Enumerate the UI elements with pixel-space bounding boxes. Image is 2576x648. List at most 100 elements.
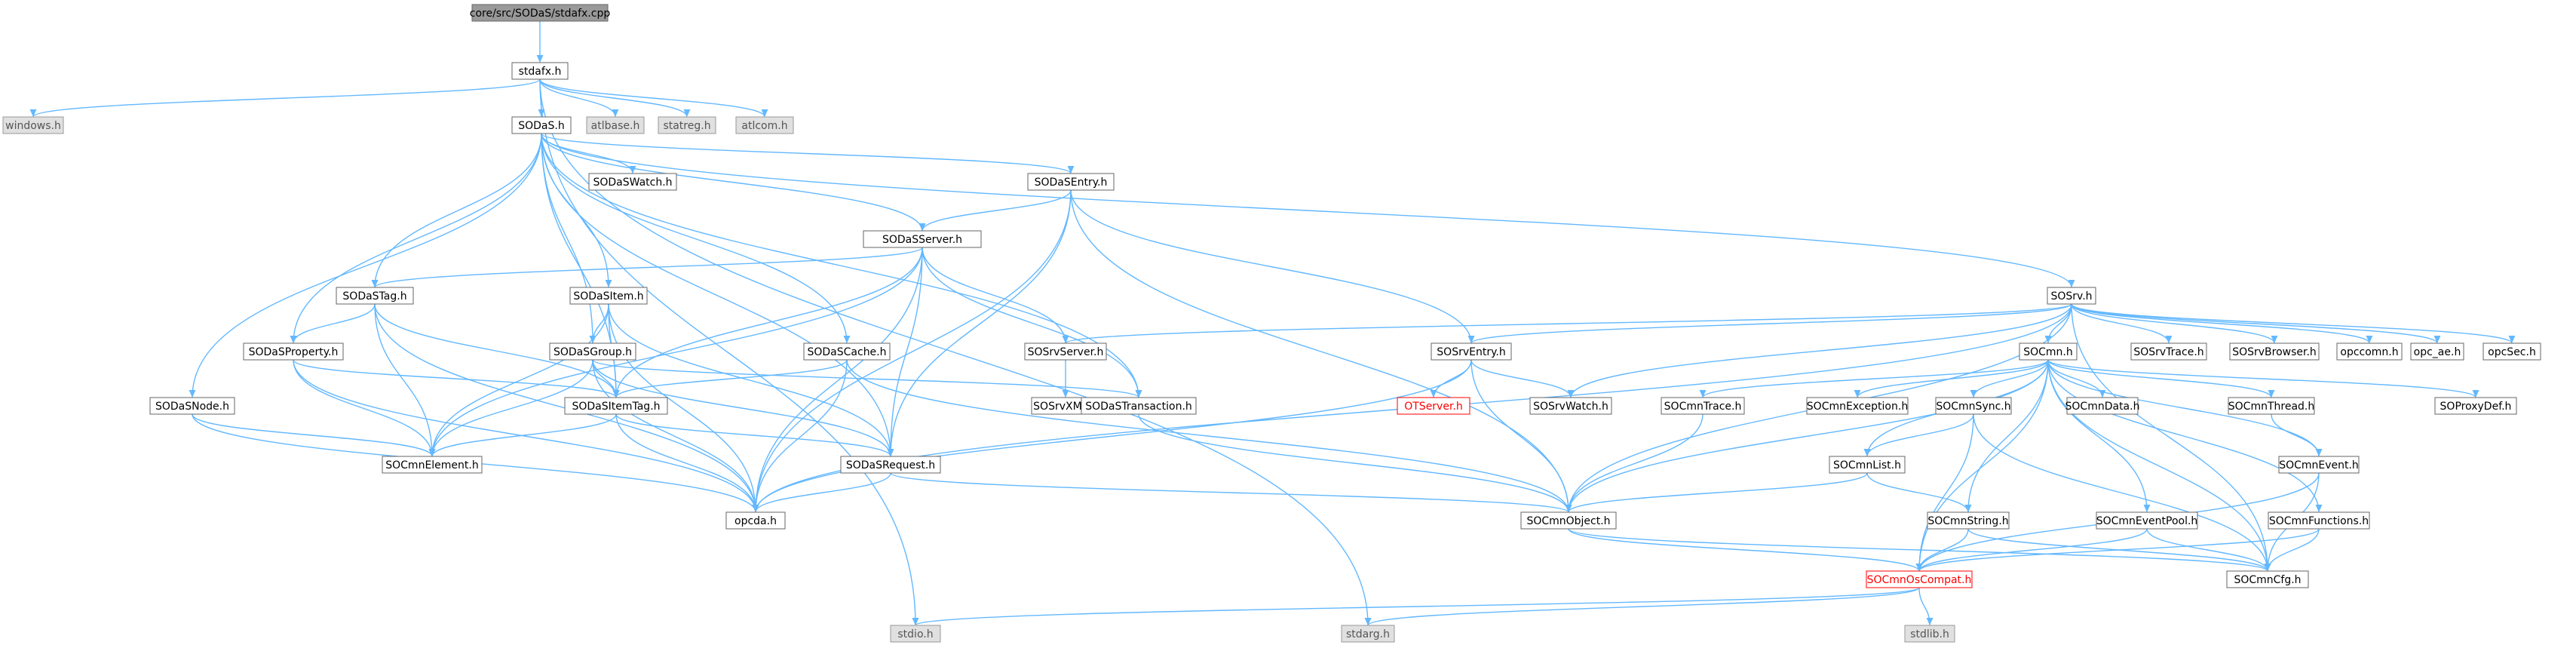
edge-sodascache-to-sodasitemtag	[612, 359, 848, 398]
edge-sodasserver-to-sodastransaction	[922, 247, 1142, 398]
edge-socmneventpool-to-socmnoscompat	[1915, 528, 2148, 572]
node-socmnstring[interactable]: SOCmnString.h	[1927, 511, 2010, 530]
edge-socmnlist-to-socmnstring	[1866, 472, 1972, 513]
node-opcae[interactable]: opc_ae.h	[2410, 342, 2464, 361]
node-socmnelement[interactable]: SOCmnElement.h	[382, 456, 483, 474]
node-sodastag[interactable]: SODaSTag.h	[336, 287, 414, 305]
node-sodasgroup[interactable]: SODaSGroup.h	[549, 342, 636, 361]
node-label-socmnthread: SOCmnThread.h	[2228, 401, 2314, 413]
node-opcda[interactable]: opcda.h	[725, 511, 786, 530]
node-opcsec[interactable]: opcSec.h	[2482, 342, 2541, 361]
edge-sosrventry-to-socmnobject	[1470, 359, 1572, 513]
node-sodaswatch[interactable]: SODaSWatch.h	[588, 173, 677, 191]
node-sodas[interactable]: SODaS.h	[511, 116, 572, 134]
node-socmndata[interactable]: SOCmnData.h	[2065, 397, 2140, 415]
edge-sodasrequest-to-opcda	[752, 472, 891, 513]
node-box-sosrvbrowser	[2229, 342, 2320, 361]
node-label-opcsec: opcSec.h	[2488, 346, 2536, 358]
node-sosrv[interactable]: SOSrv.h	[2047, 287, 2096, 305]
edges-layer	[29, 21, 2516, 626]
node-sodasitemtag[interactable]: SODaSItemTag.h	[564, 397, 668, 415]
node-box-opcda	[725, 511, 786, 530]
node-socmn[interactable]: SOCmn.h	[2019, 342, 2078, 361]
node-label-socmnexception: SOCmnException.h	[1807, 401, 1908, 413]
node-socmncfg[interactable]: SOCmnCfg.h	[2226, 570, 2309, 588]
node-atlbase: atlbase.h	[586, 116, 645, 134]
node-sosrvwatch[interactable]: SOSrvWatch.h	[1529, 397, 1612, 415]
edge-socmnfunctions-to-socmncfg	[2264, 528, 2320, 572]
node-socmnevent[interactable]: SOCmnEvent.h	[2278, 456, 2360, 474]
edge-sodasitemtag-to-sodasrequest	[615, 413, 894, 457]
edge-sodas-to-sodasentry	[541, 133, 1075, 174]
edge-sodascache-to-socmnobject	[846, 359, 1572, 513]
edge-sodas-to-sodastag	[371, 133, 542, 288]
edge-stdafx-to-atlbase	[539, 78, 619, 118]
node-label-sodasserver: SODaSServer.h	[882, 234, 962, 246]
node-sodastransaction[interactable]: SODaSTransaction.h	[1081, 397, 1197, 415]
node-sodasentry[interactable]: SODaSEntry.h	[1027, 173, 1115, 191]
node-box-sodastransaction	[1081, 397, 1197, 415]
node-sosrvserver[interactable]: SOSrvServer.h	[1024, 342, 1107, 361]
node-sosrvbrowser[interactable]: SOSrvBrowser.h	[2229, 342, 2320, 361]
node-box-sodasentry	[1027, 173, 1115, 191]
node-stdafx[interactable]: stdafx.h	[511, 62, 569, 80]
node-box-opcae	[2410, 342, 2464, 361]
node-socmnexception[interactable]: SOCmnException.h	[1806, 397, 1909, 415]
edge-sodasnode-to-socmnelement	[192, 413, 436, 457]
node-soproxydef[interactable]: SOProxyDef.h	[2434, 397, 2517, 415]
node-sodascache[interactable]: SODaSCache.h	[803, 342, 891, 361]
node-label-socmnfunctions: SOCmnFunctions.h	[2269, 515, 2369, 527]
node-box-socmnexception	[1806, 397, 1909, 415]
edge-sodasitemtag-to-opcda	[615, 413, 759, 513]
edge-sodasserver-to-opcda	[752, 247, 923, 513]
node-sodasserver[interactable]: SODaSServer.h	[863, 230, 982, 248]
node-box-sodascache	[803, 342, 891, 361]
node-label-sosrvwatch: SOSrvWatch.h	[1533, 401, 1608, 413]
node-otserver[interactable]: OTServer.h	[1397, 397, 1470, 415]
node-sodasrequest[interactable]: SODaSRequest.h	[840, 456, 941, 474]
edge-sosrv-to-sosrventry	[1467, 303, 2072, 344]
node-label-opcae: opc_ae.h	[2414, 346, 2461, 358]
edge-stdafx-to-stdarg	[539, 78, 1372, 626]
edge-socmn-to-socmnexception	[1854, 359, 2049, 398]
node-label-socmnsync: SOCmnSync.h	[1936, 401, 2010, 413]
node-root[interactable]: core/src/SODaS/stdafx.cpp	[470, 4, 611, 22]
edge-sodasproperty-to-sodasitemtag	[293, 359, 620, 398]
edge-socmn-to-soproxydef	[2047, 359, 2479, 398]
edge-stdafx-to-stdio	[539, 78, 919, 626]
edge-sodasgroup-to-opcda	[592, 359, 759, 513]
node-socmnlist[interactable]: SOCmnList.h	[1829, 456, 1906, 474]
node-socmnobject[interactable]: SOCmnObject.h	[1520, 511, 1617, 530]
node-box-atlcom	[735, 116, 794, 134]
node-box-socmndata	[2066, 397, 2139, 415]
node-box-sosrvtrace	[2130, 342, 2207, 361]
node-box-opccomn	[2336, 342, 2403, 361]
edge-sosrventry-to-opcda	[752, 359, 1472, 513]
node-box-socmneventpool	[2096, 511, 2198, 530]
node-socmntrace[interactable]: SOCmnTrace.h	[1661, 397, 1745, 415]
node-label-stdio: stdio.h	[897, 628, 933, 640]
node-sodasnode[interactable]: SODaSNode.h	[149, 397, 235, 415]
node-socmneventpool[interactable]: SOCmnEventPool.h	[2096, 511, 2198, 530]
node-opccomn[interactable]: opccomn.h	[2336, 342, 2403, 361]
node-stdlib: stdlib.h	[1904, 625, 1955, 643]
edge-socmnobject-to-socmncfg	[1568, 528, 2271, 572]
node-sodasproperty[interactable]: SODaSProperty.h	[243, 342, 344, 361]
edge-socmn-to-socmncfg	[2047, 359, 2271, 572]
edge-sodas-to-sodascache	[541, 133, 851, 344]
node-socmnsync[interactable]: SOCmnSync.h	[1935, 397, 2012, 415]
node-sosrvtrace[interactable]: SOSrvTrace.h	[2130, 342, 2207, 361]
node-label-sodastransaction: SODaSTransaction.h	[1085, 401, 1192, 413]
node-sosrventry[interactable]: SOSrvEntry.h	[1431, 342, 1512, 361]
node-box-socmnevent	[2278, 456, 2360, 474]
edge-sodasgroup-to-socmnelement	[428, 359, 593, 457]
node-socmnoscompat[interactable]: SOCmnOsCompat.h	[1866, 570, 1973, 588]
node-sodasitem[interactable]: SODaSItem.h	[569, 287, 648, 305]
edge-sodasentry-to-sodasrequest	[887, 189, 1072, 457]
node-socmnfunctions[interactable]: SOCmnFunctions.h	[2268, 511, 2370, 530]
edge-socmn-to-socmndata	[2047, 359, 2106, 398]
edge-socmnoscompat-to-stdlib	[1918, 587, 1934, 626]
edge-sodas-to-sodasgroup	[541, 133, 596, 344]
node-socmnthread[interactable]: SOCmnThread.h	[2228, 397, 2315, 415]
